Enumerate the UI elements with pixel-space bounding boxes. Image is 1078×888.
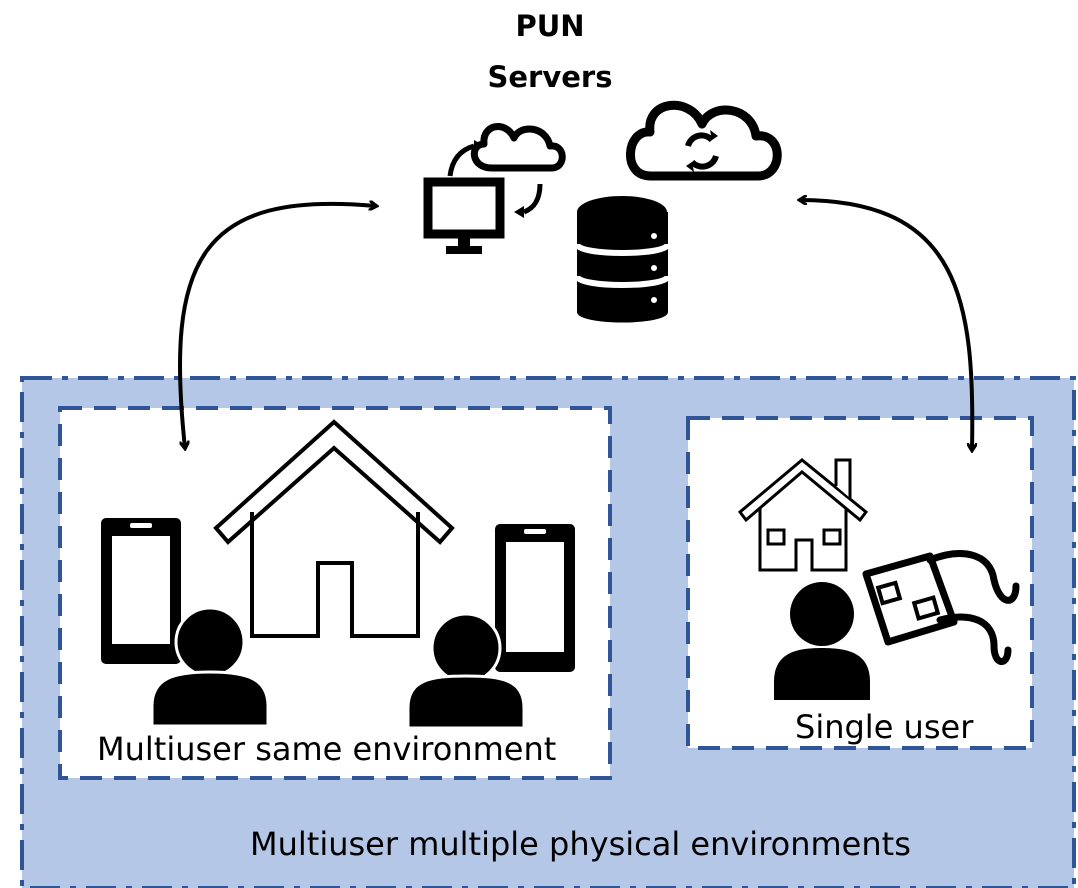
cloud-sync-icon — [626, 100, 782, 181]
house-icon — [737, 458, 869, 572]
database-icon — [574, 196, 671, 323]
server-title-line2: Servers — [487, 60, 613, 94]
right-bidirectional-arrow-icon — [800, 200, 972, 450]
vr-glasses-icon — [862, 550, 1020, 665]
left-bidirectional-arrow-icon — [178, 204, 376, 448]
multiuser-same-environment-label: Multiuser same environment — [97, 730, 557, 768]
multiuser-multiple-environments-label: Multiuser multiple physical environments — [250, 825, 911, 863]
user-icon — [406, 612, 526, 730]
smartphone-icon — [101, 518, 181, 664]
computer-cloud-sync-icon — [423, 123, 566, 254]
house-icon — [213, 419, 455, 638]
user-icon — [150, 606, 270, 728]
smartphone-icon — [495, 524, 575, 672]
server-title-line1: PUN — [515, 9, 585, 43]
user-icon — [774, 582, 870, 700]
single-user-label: Single user — [795, 708, 974, 746]
